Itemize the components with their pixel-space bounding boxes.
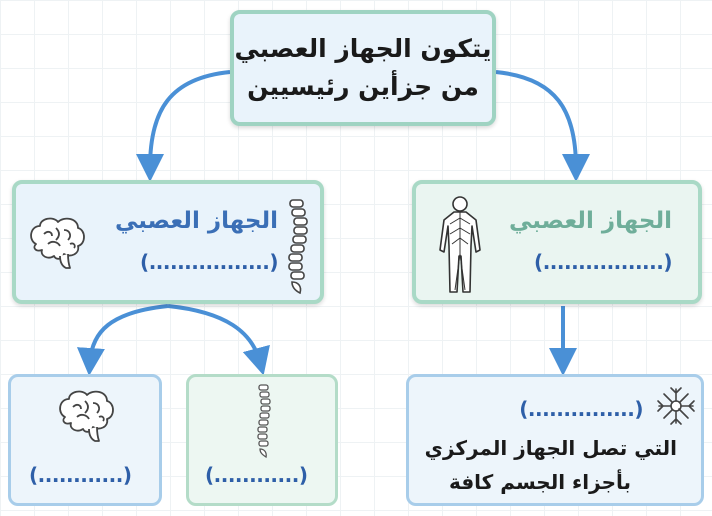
- root-line-1: يتكون الجهاز العصبي: [234, 34, 492, 63]
- nerves-desc-line-1: التي تصل الجهاز المركزي: [424, 436, 677, 460]
- spinal-cord-box: (............): [186, 374, 338, 506]
- right-title: الجهاز العصبي: [509, 208, 672, 234]
- brain-blank: (............): [29, 463, 132, 487]
- nerves-blank: (...............): [519, 397, 643, 421]
- root-line-2: من جزأين رئيسيين: [247, 72, 479, 101]
- right-blank: (.................): [534, 250, 672, 274]
- arrow-top-to-right: [495, 70, 590, 182]
- neuron-icon: [657, 387, 695, 425]
- arrow-left-to-bottom-mid: [167, 304, 270, 376]
- left-blank: (.................): [140, 250, 278, 274]
- brain-box: (............): [8, 374, 162, 506]
- arrow-left-to-bottom-left: [76, 304, 169, 376]
- brain-icon: [59, 390, 114, 442]
- spine-icon: [257, 384, 271, 459]
- root-box: يتكون الجهاز العصبي من جزأين رئيسيين: [230, 10, 496, 126]
- spine-icon: [288, 199, 308, 295]
- left-title: الجهاز العصبي: [115, 208, 278, 234]
- nerves-box: (...............) التي تصل الجهاز المركز…: [406, 374, 704, 506]
- arrow-top-to-left: [136, 70, 231, 182]
- human-nervous-system-icon: [439, 196, 481, 293]
- right-category-box: الجهاز العصبي (.................): [412, 180, 702, 304]
- left-category-box: الجهاز العصبي (.................): [12, 180, 324, 304]
- nerves-desc-line-2: بأجزاء الجسم كافة: [448, 470, 631, 494]
- spinal-cord-blank: (............): [205, 463, 308, 487]
- brain-icon: [30, 217, 85, 269]
